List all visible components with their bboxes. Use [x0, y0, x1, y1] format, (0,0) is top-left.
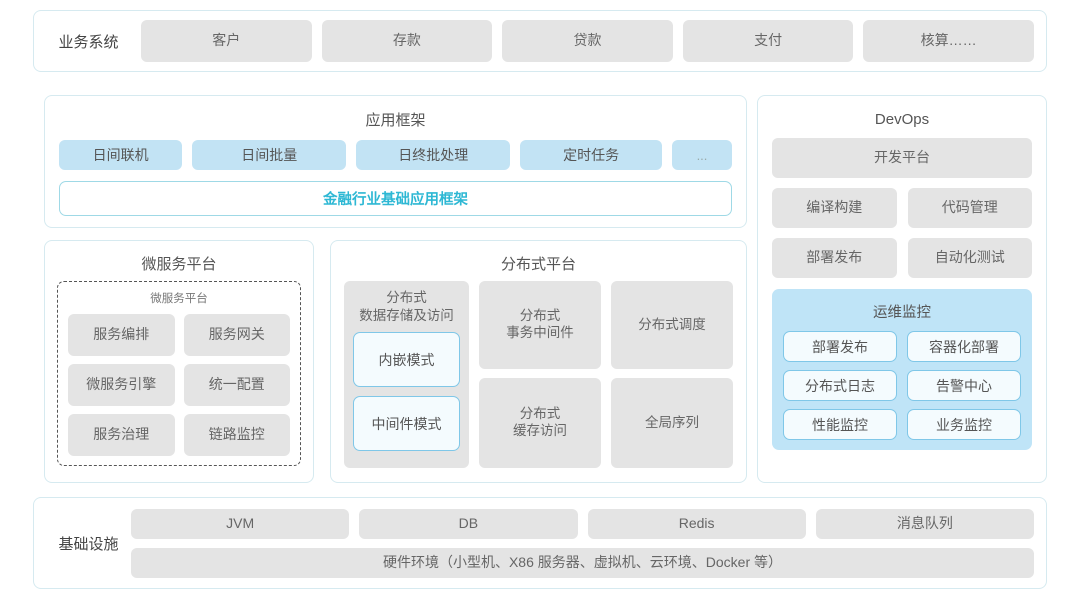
financial-base-framework-bar[interactable]: 金融行业基础应用框架	[59, 181, 732, 216]
application-framework-panel: 应用框架 日间联机 日间批量 日终批处理 定时任务 ... 金融行业基础应用框架	[44, 95, 747, 228]
microservice-platform-subtitle: 微服务平台	[150, 293, 208, 305]
devops-item-automated-test[interactable]: 自动化测试	[907, 238, 1032, 278]
ops-item-alert-center[interactable]: 告警中心	[907, 370, 1021, 401]
infrastructure-content: JVM DB Redis 消息队列 硬件环境（小型机、X86 服务器、虚拟机、云…	[131, 500, 1034, 587]
distributed-platform-title: 分布式平台	[500, 256, 576, 273]
infra-hardware-environment[interactable]: 硬件环境（小型机、X86 服务器、虚拟机、云环境、Docker 等）	[131, 547, 1034, 578]
distributed-platform-cell-grid: 分布式 事务中间件 分布式调度 分布式 缓存访问 全局序列	[479, 281, 733, 468]
app-tag-more[interactable]: ...	[671, 140, 732, 170]
distributed-data-storage-card[interactable]: 分布式 数据存储及访问 内嵌模式 中间件模式	[344, 281, 469, 468]
devops-item-grid: 编译构建 代码管理 部署发布 自动化测试	[772, 188, 1032, 278]
microservice-item-engine[interactable]: 微服务引擎	[68, 364, 175, 406]
devops-item-build[interactable]: 编译构建	[772, 188, 897, 228]
business-system-accounting[interactable]: 核算……	[863, 20, 1034, 62]
app-tag-eod-batch[interactable]: 日终批处理	[356, 140, 511, 170]
devops-development-platform[interactable]: 开发平台	[772, 138, 1032, 178]
ops-item-business-monitor[interactable]: 业务监控	[907, 409, 1021, 440]
app-tag-daytime-online[interactable]: 日间联机	[59, 140, 183, 170]
microservice-item-grid: 服务编排 服务网关 微服务引擎 统一配置 服务治理 链路监控	[68, 314, 290, 456]
global-sequence[interactable]: 全局序列	[611, 378, 733, 468]
infra-item-redis[interactable]: Redis	[587, 508, 806, 539]
app-tag-scheduled-task[interactable]: 定时任务	[520, 140, 662, 170]
ops-item-performance-monitor[interactable]: 性能监控	[783, 409, 897, 440]
distributed-scheduling[interactable]: 分布式调度	[611, 281, 733, 369]
distributed-data-storage-title: 分布式 数据存储及访问	[359, 290, 454, 323]
ops-item-deploy-release[interactable]: 部署发布	[783, 331, 897, 362]
application-framework-title: 应用框架	[365, 112, 426, 129]
distributed-cache-access[interactable]: 分布式 缓存访问	[479, 378, 601, 468]
ops-item-distributed-log[interactable]: 分布式日志	[783, 370, 897, 401]
ops-monitoring-panel: 运维监控 部署发布 容器化部署 分布式日志 告警中心 性能监控 业务监控	[772, 289, 1032, 450]
business-system-payment[interactable]: 支付	[682, 20, 854, 62]
microservice-platform-title: 微服务平台	[141, 256, 217, 273]
business-system-loan[interactable]: 贷款	[502, 20, 673, 62]
infrastructure-label: 基础设施	[58, 535, 119, 553]
distributed-platform-panel: 分布式平台 分布式 数据存储及访问 内嵌模式 中间件模式 分布式 事务中间件 分…	[330, 240, 747, 483]
business-system-deposit[interactable]: 存款	[321, 20, 493, 62]
business-systems-label: 业务系统	[58, 33, 119, 51]
ops-monitoring-grid: 部署发布 容器化部署 分布式日志 告警中心 性能监控 业务监控	[783, 331, 1021, 440]
devops-panel: DevOps 开发平台 编译构建 代码管理 部署发布 自动化测试 运维监控 部署…	[757, 95, 1047, 483]
application-framework-tag-row: 日间联机 日间批量 日终批处理 定时任务 ...	[59, 140, 732, 170]
microservice-dashed-group: 微服务平台 服务编排 服务网关 微服务引擎 统一配置 服务治理 链路监控	[57, 281, 301, 466]
ops-monitoring-title: 运维监控	[873, 305, 931, 321]
microservice-item-gateway[interactable]: 服务网关	[183, 314, 290, 356]
microservice-platform-panel: 微服务平台 微服务平台 服务编排 服务网关 微服务引擎 统一配置 服务治理 链路…	[44, 240, 314, 483]
infra-item-message-queue[interactable]: 消息队列	[815, 508, 1034, 539]
business-systems-panel: 业务系统 客户 存款 贷款 支付 核算……	[33, 10, 1047, 72]
devops-title: DevOps	[874, 111, 930, 128]
microservice-item-governance[interactable]: 服务治理	[68, 414, 175, 456]
infra-item-jvm[interactable]: JVM	[131, 508, 350, 539]
business-system-customer[interactable]: 客户	[141, 20, 312, 62]
devops-item-deploy-release[interactable]: 部署发布	[772, 238, 897, 278]
devops-item-code-management[interactable]: 代码管理	[907, 188, 1032, 228]
distributed-mode-embedded[interactable]: 内嵌模式	[353, 332, 460, 388]
microservice-item-orchestration[interactable]: 服务编排	[68, 314, 175, 356]
app-tag-daytime-batch[interactable]: 日间批量	[192, 140, 347, 170]
distributed-transaction-middleware[interactable]: 分布式 事务中间件	[479, 281, 601, 369]
microservice-item-unified-config[interactable]: 统一配置	[183, 364, 290, 406]
infrastructure-panel: 基础设施 JVM DB Redis 消息队列 硬件环境（小型机、X86 服务器、…	[33, 497, 1047, 589]
ops-item-containerized-deploy[interactable]: 容器化部署	[907, 331, 1021, 362]
infrastructure-tag-row: JVM DB Redis 消息队列	[131, 508, 1034, 539]
microservice-item-trace-monitor[interactable]: 链路监控	[183, 414, 290, 456]
infra-item-db[interactable]: DB	[359, 508, 578, 539]
distributed-mode-middleware[interactable]: 中间件模式	[353, 396, 460, 452]
distributed-platform-body: 分布式 数据存储及访问 内嵌模式 中间件模式 分布式 事务中间件 分布式调度 分…	[344, 281, 733, 468]
